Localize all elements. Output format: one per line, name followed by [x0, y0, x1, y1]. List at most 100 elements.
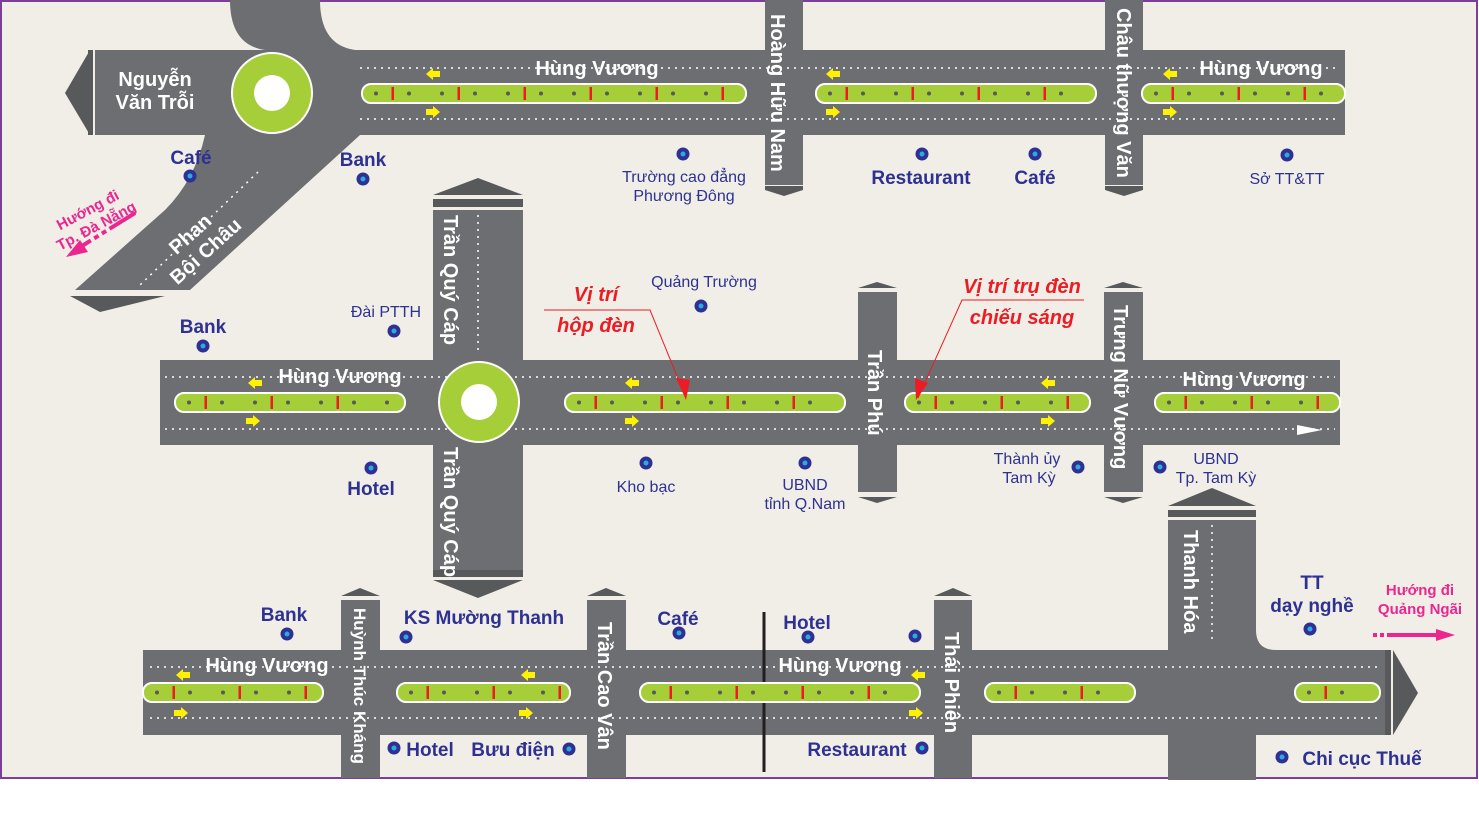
light-point	[254, 690, 258, 695]
light-point	[188, 690, 192, 695]
road-label-tran-quy-cap: Trần Quý Cáp	[439, 447, 461, 577]
light-point	[1026, 91, 1030, 96]
lamp-post-marker	[669, 686, 672, 699]
light-point	[850, 690, 854, 695]
direction-quang-ngai: Hướng đi	[1386, 582, 1454, 599]
light-point	[610, 400, 614, 405]
poi-quang-truong: Quảng Trường	[651, 274, 757, 291]
light-point	[1016, 400, 1020, 405]
direction-arrow-da-nang	[66, 211, 137, 257]
light-point	[638, 91, 642, 96]
light-point	[1233, 400, 1237, 405]
lamp-post-marker	[172, 686, 175, 699]
lamp-post-marker	[589, 87, 592, 100]
poi-restaurant: Restaurant	[871, 168, 971, 189]
lamp-post-marker	[1184, 396, 1187, 409]
poi-chi-cuc-thue: Chi cục Thuế	[1302, 749, 1422, 770]
poi-so-tttt: Sở TT&TT	[1249, 171, 1324, 188]
lamp-post-marker	[801, 686, 804, 699]
poi-thanh-uy: Tam Kỳ	[1002, 470, 1055, 487]
road-label-hung-vuong: Hùng Vương	[278, 366, 401, 388]
arrow-right-icon	[826, 106, 840, 118]
light-point	[808, 400, 812, 405]
road-label-thanh-hoa: Thanh Hóa	[1179, 530, 1201, 634]
arrow-right-icon	[519, 707, 533, 719]
light-point	[1030, 690, 1034, 695]
annotation-tru-den: chiếu sáng	[970, 307, 1074, 329]
light-point	[1253, 91, 1257, 96]
poi-truong-cao-dang: Trường cao đẳng	[622, 167, 746, 186]
light-point	[643, 400, 647, 405]
poi-cafe: Café	[657, 609, 698, 630]
road-label-hung-vuong: Hùng Vương	[1199, 58, 1322, 80]
road-label-hung-vuong: Hùng Vương	[778, 655, 901, 677]
road-label-thai-phien: Thái Phiên	[940, 632, 962, 733]
light-point	[221, 690, 225, 695]
light-point	[506, 91, 510, 96]
light-point	[473, 91, 477, 96]
lamp-post-marker	[1066, 396, 1069, 409]
poi-bank: Bank	[340, 150, 387, 171]
lamp-post-marker	[336, 396, 339, 409]
poi-hotel: Hotel	[347, 479, 395, 500]
lamp-post-marker	[977, 87, 980, 100]
road-label-hung-vuong: Hùng Vương	[205, 655, 328, 677]
lamp-post-marker	[1000, 396, 1003, 409]
road-label-trung-nu-vuong: Trưng Nữ Vương	[1109, 305, 1131, 469]
light-point	[828, 91, 832, 96]
medians	[142, 68, 1381, 719]
lamp-post-marker	[1316, 396, 1319, 409]
poi-hotel: Hotel	[406, 740, 454, 761]
light-point	[253, 400, 257, 405]
arrow-left-icon	[826, 68, 840, 80]
lamp-post-marker	[1303, 87, 1306, 100]
poi-buu-dien: Bưu điện	[471, 740, 554, 761]
poi-ubnd-tinh: UBND	[782, 477, 827, 494]
light-point	[352, 400, 356, 405]
road-label-chau-thuong-van: Châu thượng Văn	[1112, 8, 1134, 178]
arrow-left-icon	[625, 377, 639, 389]
lamp-post-marker	[204, 396, 207, 409]
light-point	[960, 91, 964, 96]
arrow-left-icon	[248, 377, 262, 389]
light-point	[983, 400, 987, 405]
poi-bank: Bank	[261, 605, 308, 626]
road-label-tran-cao-van: Trần Cao Vân	[593, 622, 615, 750]
light-point	[407, 91, 411, 96]
median-strip	[564, 392, 846, 413]
poi-ubnd-tp: UBND	[1193, 451, 1238, 468]
light-point	[1096, 690, 1100, 695]
arrow-left-icon	[1041, 377, 1055, 389]
median-strip	[904, 392, 1091, 413]
direction-arrow-quang-ngai	[1373, 629, 1455, 641]
road-label-hoang-huu-nam: Hoàng Hữu Nam	[766, 14, 788, 172]
annotations: Vị trí hộp đèn Vị trí trụ đèn chiếu sáng	[544, 276, 1084, 400]
road-labels: Hùng Vương Hùng Vương Hùng Vương Hùng Vư…	[116, 8, 1323, 764]
lamp-post-marker	[457, 87, 460, 100]
lamp-post-marker	[660, 396, 663, 409]
median-strip	[396, 682, 571, 703]
lamp-post-marker	[238, 686, 241, 699]
light-point	[997, 690, 1001, 695]
poi-dai-ptth: Đài PTTH	[351, 304, 421, 321]
light-point	[374, 91, 378, 96]
lamp-post-marker	[867, 686, 870, 699]
light-point	[1059, 91, 1063, 96]
light-point	[1299, 400, 1303, 405]
light-point	[605, 91, 609, 96]
poi-hotel: Hotel	[783, 613, 831, 634]
poi-bank: Bank	[180, 317, 227, 338]
light-point	[572, 91, 576, 96]
lamp-post-marker	[391, 87, 394, 100]
light-point	[1154, 91, 1158, 96]
median-strip	[984, 682, 1136, 703]
poi-truong-cao-dang: Phương Đông	[633, 188, 734, 205]
arrow-left-icon	[426, 68, 440, 80]
poi-cafe: Café	[1014, 168, 1055, 189]
road-label-hung-vuong: Hùng Vương	[535, 58, 658, 80]
roads-row-3	[143, 488, 1418, 780]
road-label-tran-quy-cap: Trần Quý Cáp	[439, 215, 461, 345]
lamp-post-marker	[594, 396, 597, 409]
median-strip	[639, 682, 921, 703]
light-point	[784, 690, 788, 695]
